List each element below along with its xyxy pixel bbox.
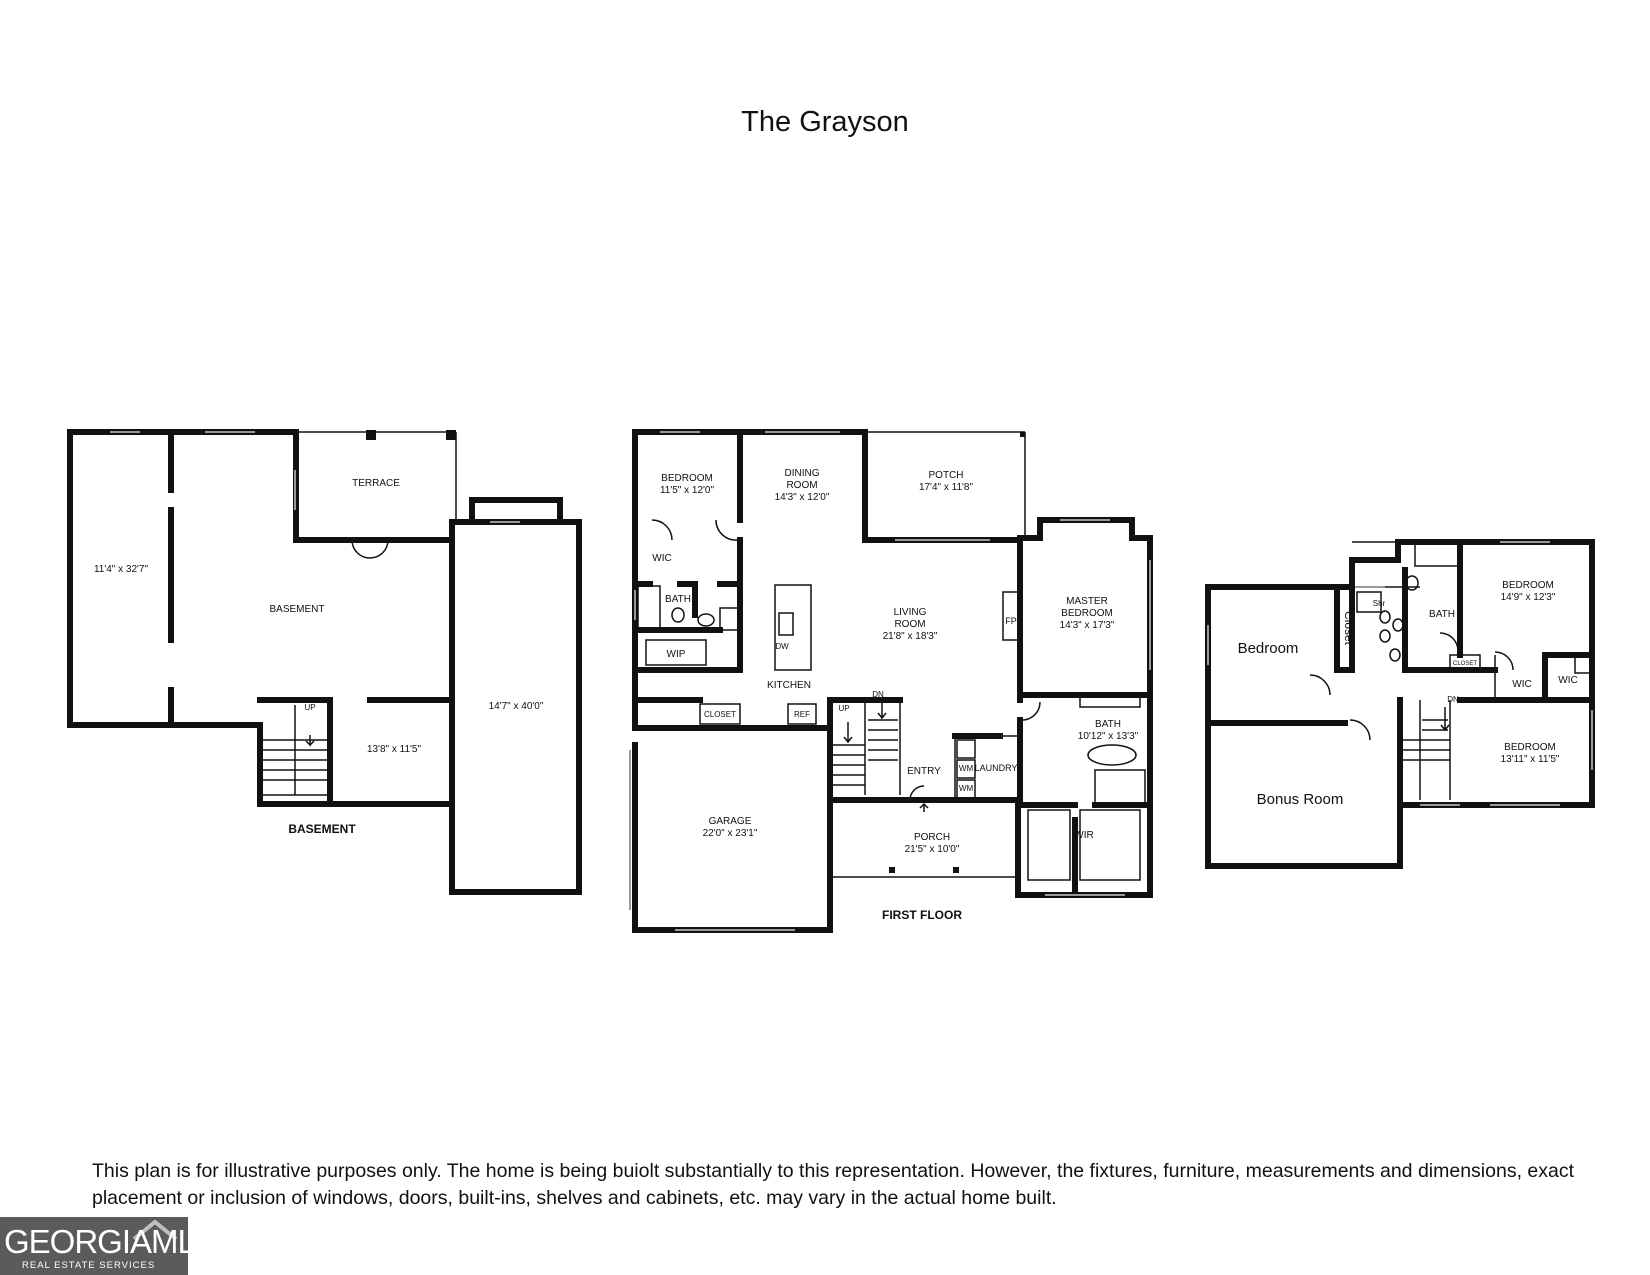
- wir-label: WIR: [1074, 830, 1093, 841]
- sf-bath-label: BATH: [1429, 609, 1455, 620]
- basement-label: BASEMENT: [269, 604, 324, 615]
- ff-wic-label: WIC: [652, 553, 671, 564]
- dining-size: 14'3" x 12'0": [775, 492, 830, 503]
- terrace-label: TERRACE: [352, 478, 400, 489]
- first-floor-plan: BEDROOM 11'5" x 12'0" DINING ROOM 14'3" …: [629, 429, 1153, 933]
- sf-bedroom-bottom-size: 13'11" x 11'5": [1501, 754, 1560, 765]
- ff-closet-label: CLOSET: [704, 710, 736, 719]
- kitchen-island: [774, 584, 812, 671]
- ref-label: REF: [794, 710, 810, 719]
- sf-bedroom-left: Bedroom: [1238, 640, 1299, 657]
- master-name-1: MASTER: [1066, 596, 1108, 607]
- ff-dn-label: DN: [872, 690, 884, 699]
- sf-wic-label-1: WIC: [1512, 679, 1531, 690]
- porch-name: PORCH: [914, 832, 950, 843]
- kitchen-label: KITCHEN: [767, 680, 811, 691]
- potch-name: POTCH: [929, 470, 964, 481]
- shr-label: Shr: [1373, 599, 1386, 608]
- ff-up-label: UP: [838, 704, 849, 713]
- plan-title: The Grayson: [741, 106, 909, 138]
- bonus-room-label: Bonus Room: [1257, 791, 1344, 808]
- logo-sub-text: REAL ESTATE SERVICES: [22, 1260, 156, 1271]
- sf-bedroom-top-name: BEDROOM: [1502, 580, 1554, 591]
- dining-name-1: DINING: [785, 468, 820, 479]
- master-size: 14'3" x 17'3": [1060, 620, 1115, 631]
- sf-bedroom-bottom-name: BEDROOM: [1504, 742, 1556, 753]
- disclaimer-text: This plan is for illustrative purposes o…: [92, 1160, 1575, 1209]
- garage-size: 22'0" x 23'1": [703, 828, 758, 839]
- ff-bedroom-size: 11'5" x 12'0": [660, 485, 715, 496]
- master-bath-size: 10'12" x 13'3": [1078, 731, 1139, 742]
- first-floor-label: FIRST FLOOR: [882, 908, 962, 922]
- terrace-door: [351, 539, 389, 559]
- laundry-label: LAUNDRY: [975, 763, 1018, 773]
- living-name-2: ROOM: [894, 619, 925, 630]
- roof-icon: [132, 1219, 178, 1241]
- sf-closet-label: Closet: [1342, 611, 1356, 646]
- basement-stairs: [262, 705, 330, 795]
- logo-main-text: GEORGIAMLS: [4, 1223, 217, 1260]
- wm-label-2: WM: [959, 784, 974, 793]
- sf-wic-label-2: WIC: [1558, 675, 1577, 686]
- fp-label: FP: [1005, 616, 1017, 626]
- sf-dn-label: DN: [1447, 695, 1459, 704]
- ff-bath-label: BATH: [665, 594, 691, 605]
- entry-label: ENTRY: [907, 766, 941, 777]
- second-floor-stairs: [1400, 700, 1451, 800]
- basement-small-room-size: 13'8" x 11'5": [367, 744, 422, 755]
- master-name-2: BEDROOM: [1061, 608, 1113, 619]
- floor-plan-drawing: 11'4" x 32'7" TERRACE BASEMENT 14'7" x 4…: [67, 429, 1595, 933]
- sf-bedroom-top-size: 14'9" x 12'3": [1501, 592, 1556, 603]
- basement-floor-label: BASEMENT: [288, 822, 356, 836]
- basement-plan: 11'4" x 32'7" TERRACE BASEMENT 14'7" x 4…: [67, 429, 582, 895]
- ff-bedroom-name: BEDROOM: [661, 473, 713, 484]
- first-floor-stairs: [827, 697, 903, 795]
- wip-label: WIP: [667, 649, 686, 660]
- garage-name: GARAGE: [709, 816, 752, 827]
- basement-right-room-size: 14'7" x 40'0": [489, 701, 544, 712]
- porch-size: 21'5" x 10'0": [905, 844, 960, 855]
- wm-label-1: WM: [959, 764, 974, 773]
- georgia-mls-logo: GEORGIAMLS REAL ESTATE SERVICES: [0, 1217, 217, 1275]
- dw-label: DW: [775, 642, 789, 651]
- second-floor-plan: Bedroom Closet Bonus Room Shr BATH CLOSE…: [1205, 539, 1595, 869]
- basement-left-room-size: 11'4" x 32'7": [94, 564, 149, 575]
- dining-name-2: ROOM: [786, 480, 817, 491]
- master-bath-name: BATH: [1095, 719, 1121, 730]
- living-size: 21'8" x 18'3": [883, 631, 938, 642]
- living-name-1: LIVING: [894, 607, 927, 618]
- potch-size: 17'4" x 11'8": [919, 482, 974, 493]
- sf-closet-small: CLOSET: [1453, 661, 1477, 667]
- basement-stair-up: UP: [304, 703, 315, 712]
